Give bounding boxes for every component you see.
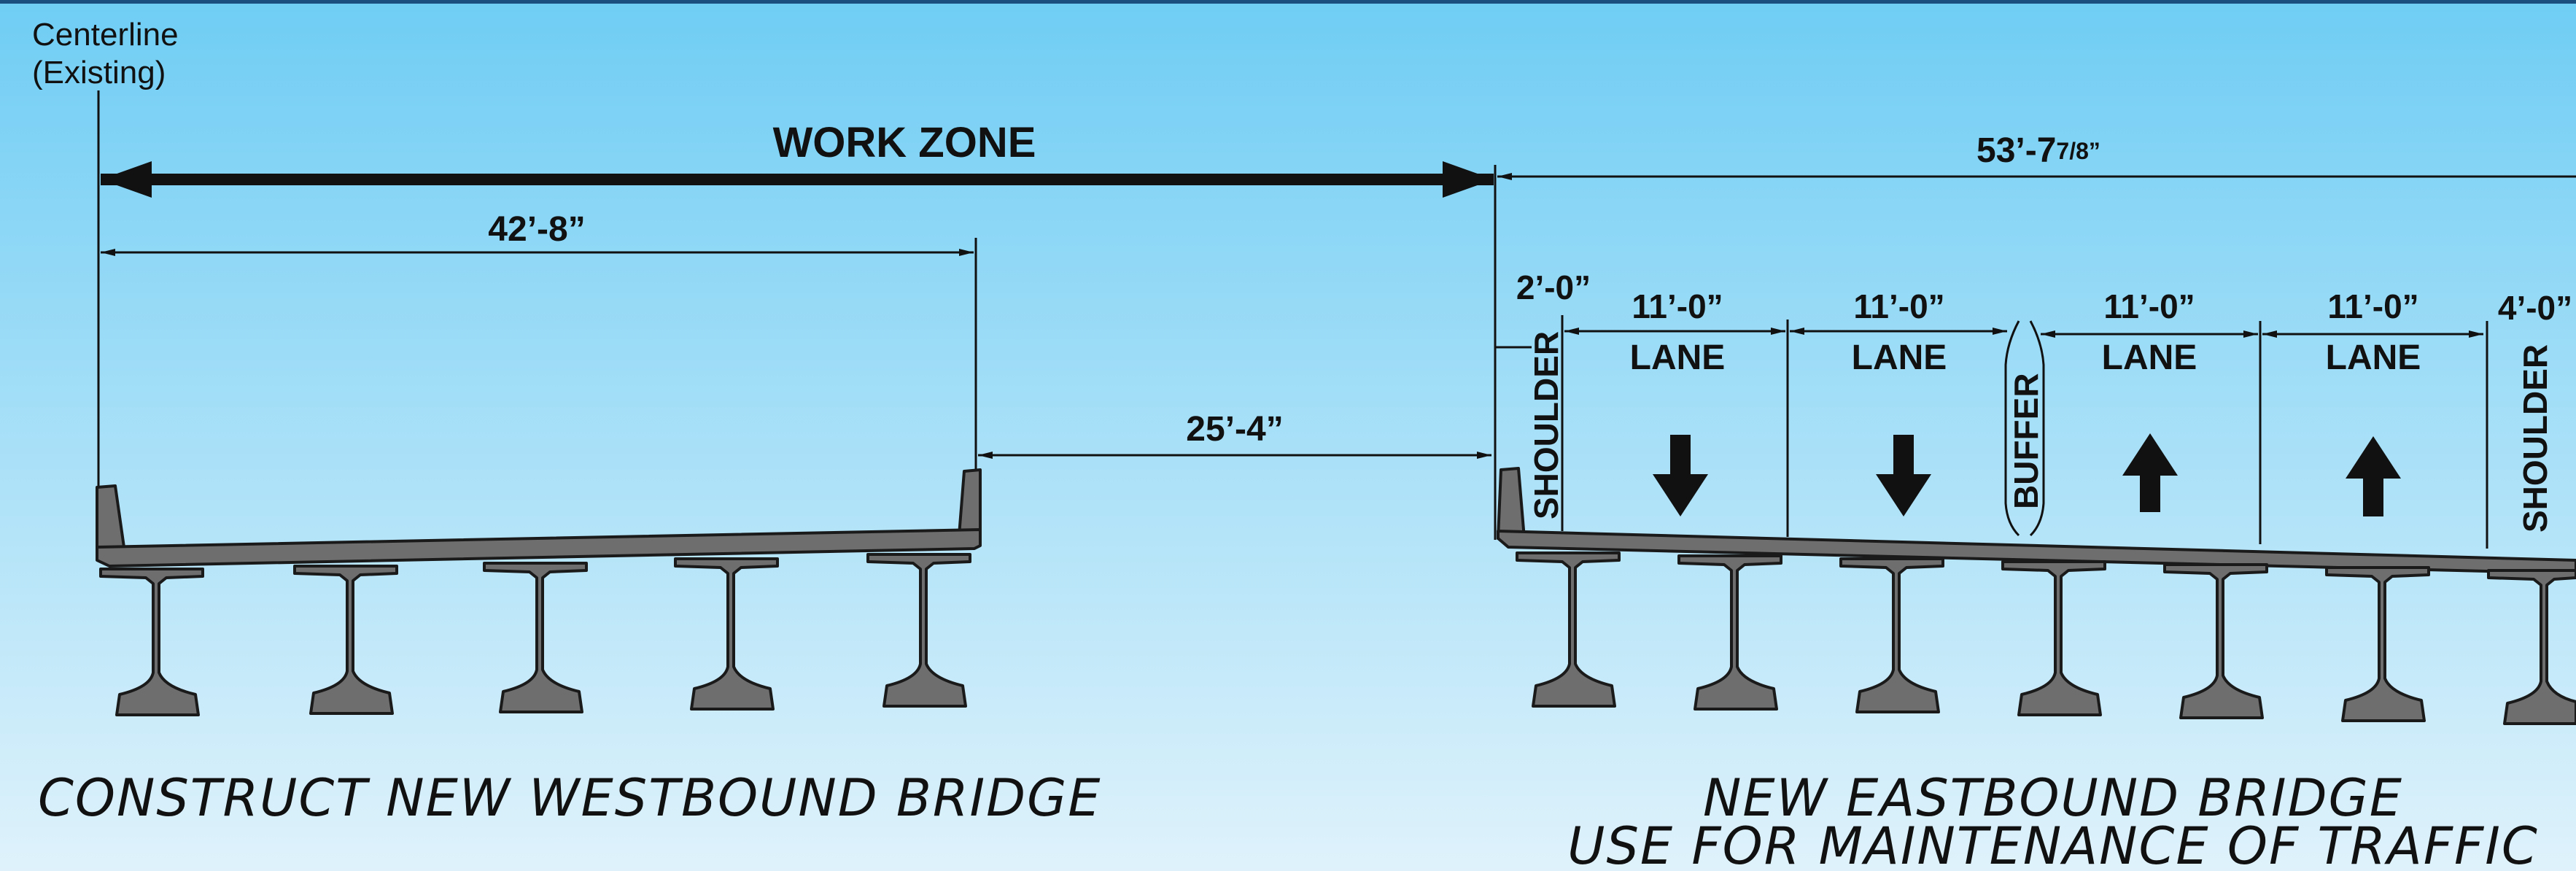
left-shoulder-label: SHOULDER	[1527, 331, 1565, 519]
westbound-barrier-right	[958, 468, 982, 537]
lane-2-width: 11’-0”	[1853, 287, 1944, 325]
lane-3-label: LANE	[2102, 338, 2197, 377]
eastbound-deck	[1497, 530, 2576, 575]
eastbound-girder-4	[2001, 560, 2106, 716]
eastbound-caption-line1: NEW EASTBOUND BRIDGE	[1703, 768, 2403, 828]
gap-label: 25’-4”	[1186, 410, 1283, 449]
eastbound-girders	[1516, 551, 2576, 725]
eastbound-width-fraction: 7/8”	[2056, 138, 2100, 164]
centerline-label-1: Centerline	[32, 17, 179, 53]
lane-dimension-lines	[1564, 320, 2488, 549]
left-shoulder-width: 2’-0”	[1516, 268, 1591, 306]
eastbound-girder-1	[1516, 551, 1621, 708]
westbound-bridge	[96, 468, 982, 716]
westbound-girder-4	[674, 557, 779, 711]
lane-1-width: 11’-0”	[1632, 287, 1723, 325]
eastbound-girder-6	[2325, 566, 2430, 722]
westbound-girder-5	[866, 553, 971, 708]
lane-1-label: LANE	[1630, 338, 1726, 377]
buffer-label: BUFFER	[2007, 373, 2045, 509]
westbound-deck	[96, 528, 982, 568]
westbound-girder-2	[293, 565, 398, 715]
eastbound-width-main: 53’-7	[1976, 131, 2056, 170]
right-shoulder-label: SHOULDER	[2516, 344, 2554, 533]
top-border	[0, 0, 2576, 4]
lane-3-width: 11’-0”	[2103, 287, 2195, 325]
eastbound-girder-3	[1839, 557, 1944, 713]
westbound-width-label: 42’-8”	[488, 210, 585, 249]
work-zone-label: WORK ZONE	[773, 119, 1036, 166]
lane-4-width: 11’-0”	[2327, 287, 2418, 325]
eastbound-barrier-left	[1497, 467, 1526, 540]
eastbound-girder-5	[2163, 563, 2268, 719]
right-shoulder-width: 4’-0”	[2498, 289, 2572, 327]
westbound-girder-3	[483, 562, 588, 713]
lane-2-label: LANE	[1852, 338, 1947, 377]
arrow-up-icon	[2122, 433, 2178, 512]
eastbound-girder-7	[2487, 569, 2576, 725]
westbound-girder-1	[99, 568, 204, 716]
westbound-girders	[99, 553, 971, 716]
buffer-bracket-right	[2029, 320, 2045, 537]
eastbound-width-label: 53’-77/8”	[1976, 131, 2100, 170]
westbound-caption: CONSTRUCT NEW WESTBOUND BRIDGE	[38, 768, 1102, 828]
centerline-label-2: (Existing)	[32, 55, 166, 90]
eastbound-girder-2	[1677, 554, 1782, 711]
lane-4-label: LANE	[2326, 338, 2421, 377]
eastbound-bridge	[1497, 467, 2576, 725]
eastbound-caption-line2: USE FOR MAINTENANCE OF TRAFFIC	[1567, 816, 2539, 871]
arrow-down-icon	[1653, 435, 1708, 516]
arrow-up-icon	[2346, 436, 2401, 516]
arrow-down-icon	[1876, 435, 1931, 516]
buffer-bracket-left	[2004, 320, 2020, 537]
